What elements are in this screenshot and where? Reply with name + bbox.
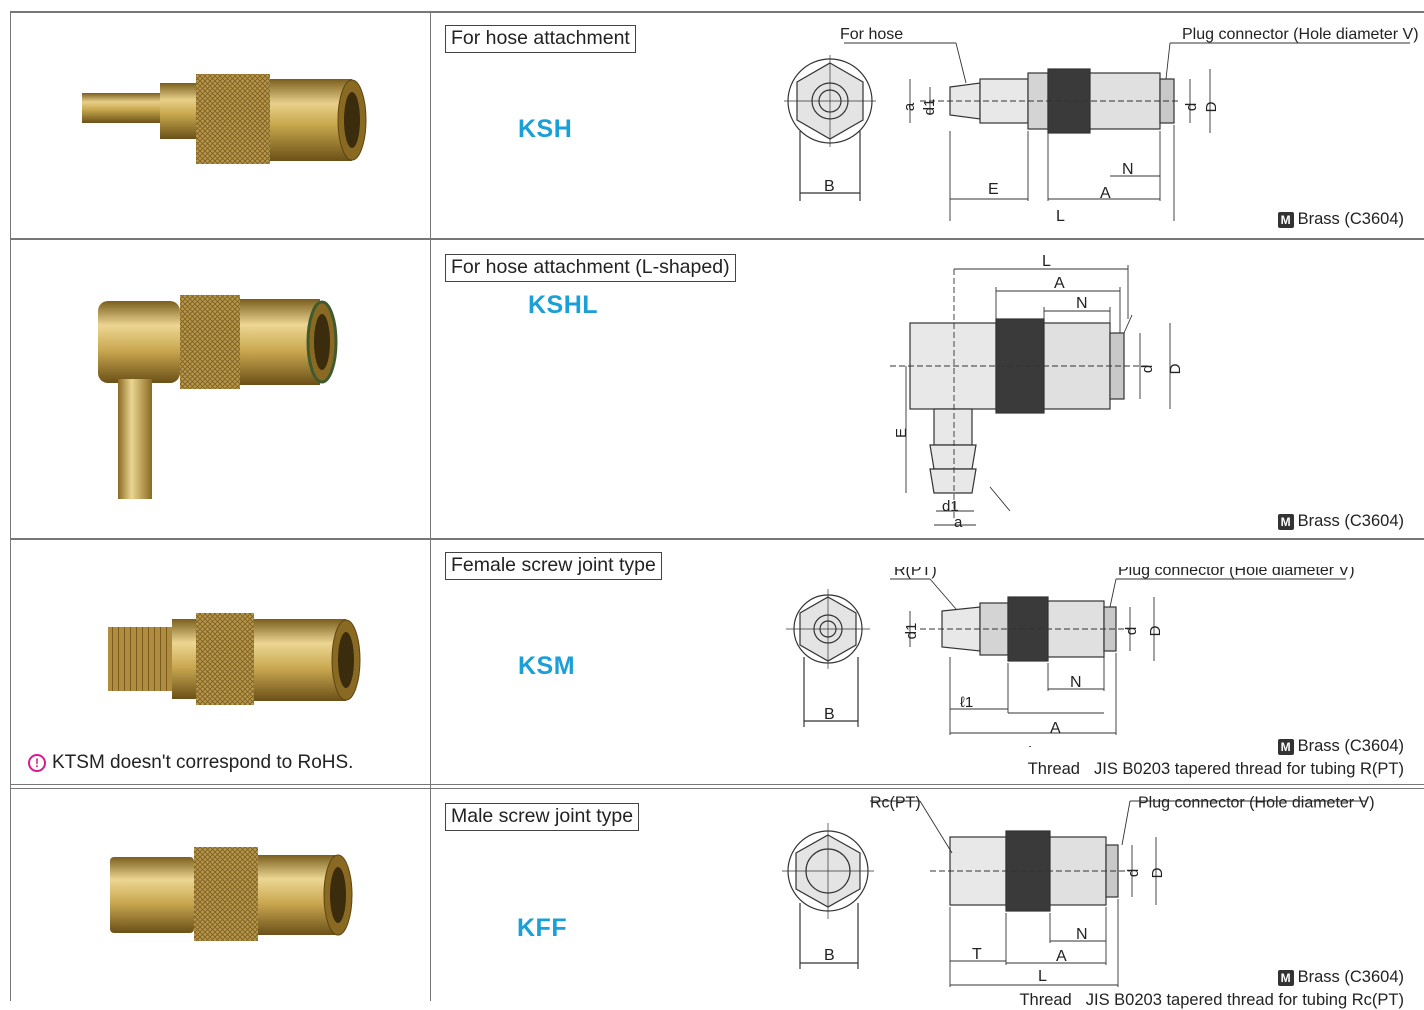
material-text: Brass (C3604)	[1297, 968, 1404, 986]
product-photo	[10, 787, 430, 1001]
thread-label: Thread	[1019, 991, 1072, 1009]
dimension-drawing: B T A N L d D	[782, 794, 1375, 987]
dim-n: N	[1076, 295, 1088, 312]
dim-b: B	[824, 706, 835, 723]
dim-n: N	[1076, 926, 1088, 943]
product-code: KSM	[518, 652, 576, 680]
plug-connector-label: Plug connector (Hole diameter V)	[1138, 794, 1375, 811]
product-row-kff: Male screw joint type KFF B	[10, 787, 1424, 1009]
material-label: M Brass (C3604)	[1277, 210, 1404, 229]
dim-d-large: D	[1203, 101, 1220, 112]
dim-d: d	[1183, 103, 1200, 111]
dim-l: L	[1038, 968, 1047, 985]
product-code: KFF	[517, 914, 568, 942]
thread-label: Thread	[1027, 760, 1080, 778]
dim-d-large: D	[1167, 363, 1184, 374]
table-border-left	[10, 11, 11, 1001]
dim-a: A	[1100, 185, 1111, 202]
plug-connector-label: Plug connector (Hole diameter V)	[1182, 26, 1419, 43]
dim-a-small: a	[954, 514, 963, 529]
dim-n: N	[1070, 674, 1082, 691]
type-label: For hose attachment	[445, 25, 636, 53]
for-hose-label: For hose	[840, 26, 903, 43]
thread-standard: JIS B0203 tapered thread for tubing R(PT…	[1093, 760, 1404, 778]
material-icon: M	[1277, 969, 1294, 986]
product-row-ksm: ! KTSM doesn't correspond to RoHS. Femal…	[10, 539, 1424, 784]
plug-connector-label: Plug connector (Hole diameter V)	[1118, 567, 1355, 579]
product-row-ksh: For hose attachment KSH B	[10, 11, 1424, 238]
product-photo	[10, 539, 430, 784]
warning-icon: !	[28, 754, 46, 772]
dim-d1: d1	[921, 99, 938, 116]
dim-l: L	[1028, 744, 1037, 747]
material-label: M Brass (C3604)	[1277, 737, 1404, 756]
dimension-drawing: L A N d D E d1 a	[890, 253, 1184, 529]
dim-a: A	[1056, 948, 1067, 965]
type-label: Female screw joint type	[445, 552, 662, 580]
material-label: M Brass (C3604)	[1277, 968, 1404, 987]
material-label: M Brass (C3604)	[1277, 512, 1404, 531]
dim-l: L	[1042, 253, 1051, 270]
dim-d: d	[1139, 365, 1156, 373]
product-code: KSHL	[528, 291, 599, 319]
dim-d-large: D	[1147, 625, 1164, 636]
dim-n: N	[1122, 161, 1134, 178]
material-text: Brass (C3604)	[1297, 210, 1404, 228]
dimension-drawing: B E A	[784, 26, 1419, 221]
type-label: For hose attachment (L-shaped)	[445, 254, 736, 282]
dim-l: L	[1056, 208, 1065, 221]
type-label: Male screw joint type	[445, 803, 640, 831]
dim-b: B	[824, 178, 835, 195]
product-code: KSH	[518, 115, 573, 143]
dim-l1: ℓ1	[960, 694, 973, 711]
dim-d1: d1	[903, 623, 920, 640]
dim-d: d	[1125, 869, 1142, 877]
dim-e: E	[893, 428, 910, 438]
thread-mark: Rc(PT)	[870, 794, 921, 811]
product-row-kshl: For hose attachment (L-shaped) KSHL	[10, 239, 1424, 538]
material-icon: M	[1277, 513, 1294, 530]
product-photo	[10, 239, 430, 538]
thread-standard: JIS B0203 tapered thread for tubing Rc(P…	[1085, 991, 1404, 1009]
product-table: For hose attachment KSH B	[10, 11, 1424, 1009]
dim-t: T	[972, 946, 982, 963]
dim-d-large: D	[1149, 867, 1166, 878]
thread-spec: Thread JIS B0203 tapered thread for tubin…	[1028, 760, 1404, 779]
dim-b: B	[824, 947, 835, 964]
column-divider	[430, 11, 431, 1001]
row-divider	[10, 538, 1424, 540]
dimension-drawing: B ℓ1 A N L	[786, 567, 1355, 747]
dim-e: E	[988, 181, 999, 198]
material-icon: M	[1277, 211, 1294, 228]
dim-a: A	[1050, 720, 1061, 737]
dim-a: A	[1054, 275, 1065, 292]
row-divider	[10, 784, 1424, 789]
dim-d1: d1	[942, 498, 959, 515]
table-border-top	[10, 11, 1424, 13]
rohs-note: ! KTSM doesn't correspond to RoHS.	[28, 752, 353, 774]
product-photo	[10, 11, 430, 238]
dim-d: d	[1123, 627, 1140, 635]
material-icon: M	[1277, 738, 1294, 755]
note-text: KTSM doesn't correspond to RoHS.	[52, 752, 354, 773]
row-divider	[10, 238, 1424, 240]
dim-a-small: a	[901, 102, 918, 111]
material-text: Brass (C3604)	[1297, 737, 1404, 755]
thread-mark: R(PT)	[894, 567, 937, 579]
material-text: Brass (C3604)	[1297, 512, 1404, 530]
